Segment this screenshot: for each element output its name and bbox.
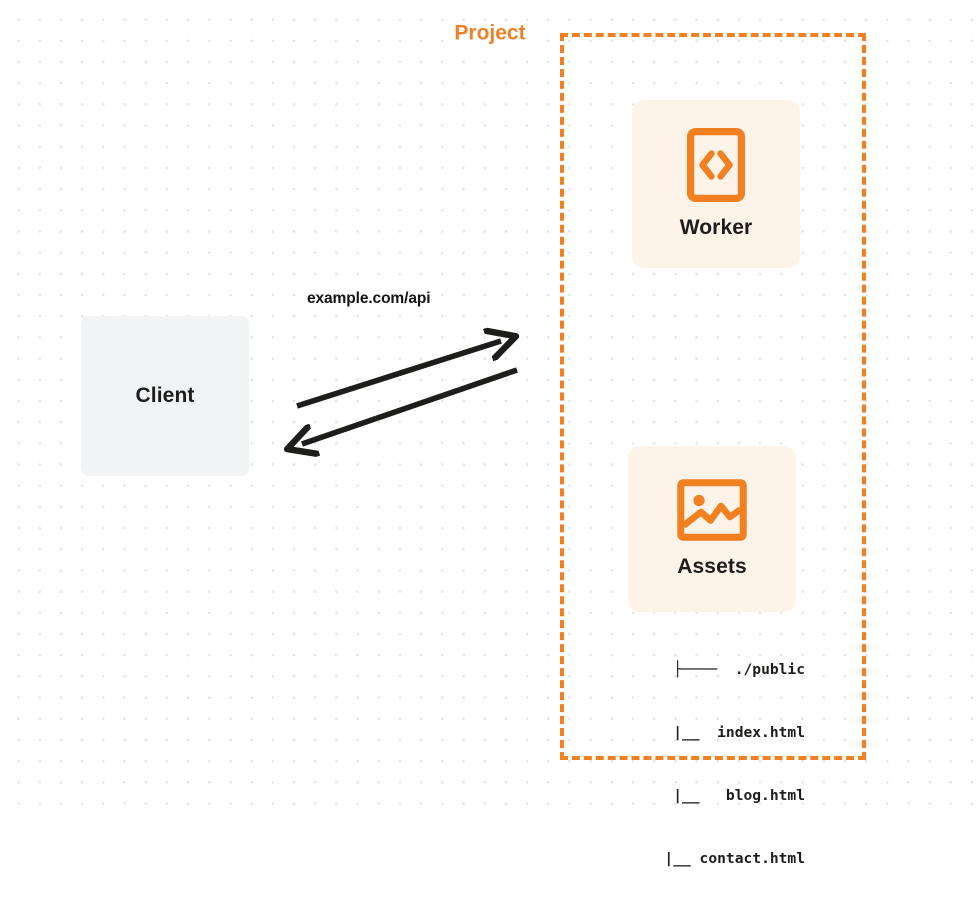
client-label: Client: [135, 384, 195, 407]
worker-label: Worker: [679, 216, 753, 239]
diagram-canvas: Client example.com/api Project Worker: [0, 0, 980, 867]
project-title: Project: [450, 22, 530, 44]
tree-row: |__ contact.html: [620, 850, 805, 867]
response-arrow: [302, 367, 518, 444]
connection-label: example.com/api: [307, 290, 431, 307]
assets-node[interactable]: Assets: [628, 446, 796, 612]
client-node: Client: [81, 316, 249, 476]
tree-row: |__ blog.html: [629, 787, 805, 804]
project-boundary: [560, 33, 866, 760]
tree-row: ├──── ./public: [673, 661, 805, 678]
tree-row: |__ index.html: [629, 724, 805, 741]
image-picture-icon: [677, 479, 747, 541]
request-arrow: [296, 341, 501, 409]
assets-file-tree: ├──── ./public |__ index.html |__ blog.h…: [603, 617, 805, 911]
code-brackets-icon: [687, 128, 745, 202]
worker-node[interactable]: Worker: [632, 100, 800, 268]
assets-label: Assets: [677, 555, 747, 578]
